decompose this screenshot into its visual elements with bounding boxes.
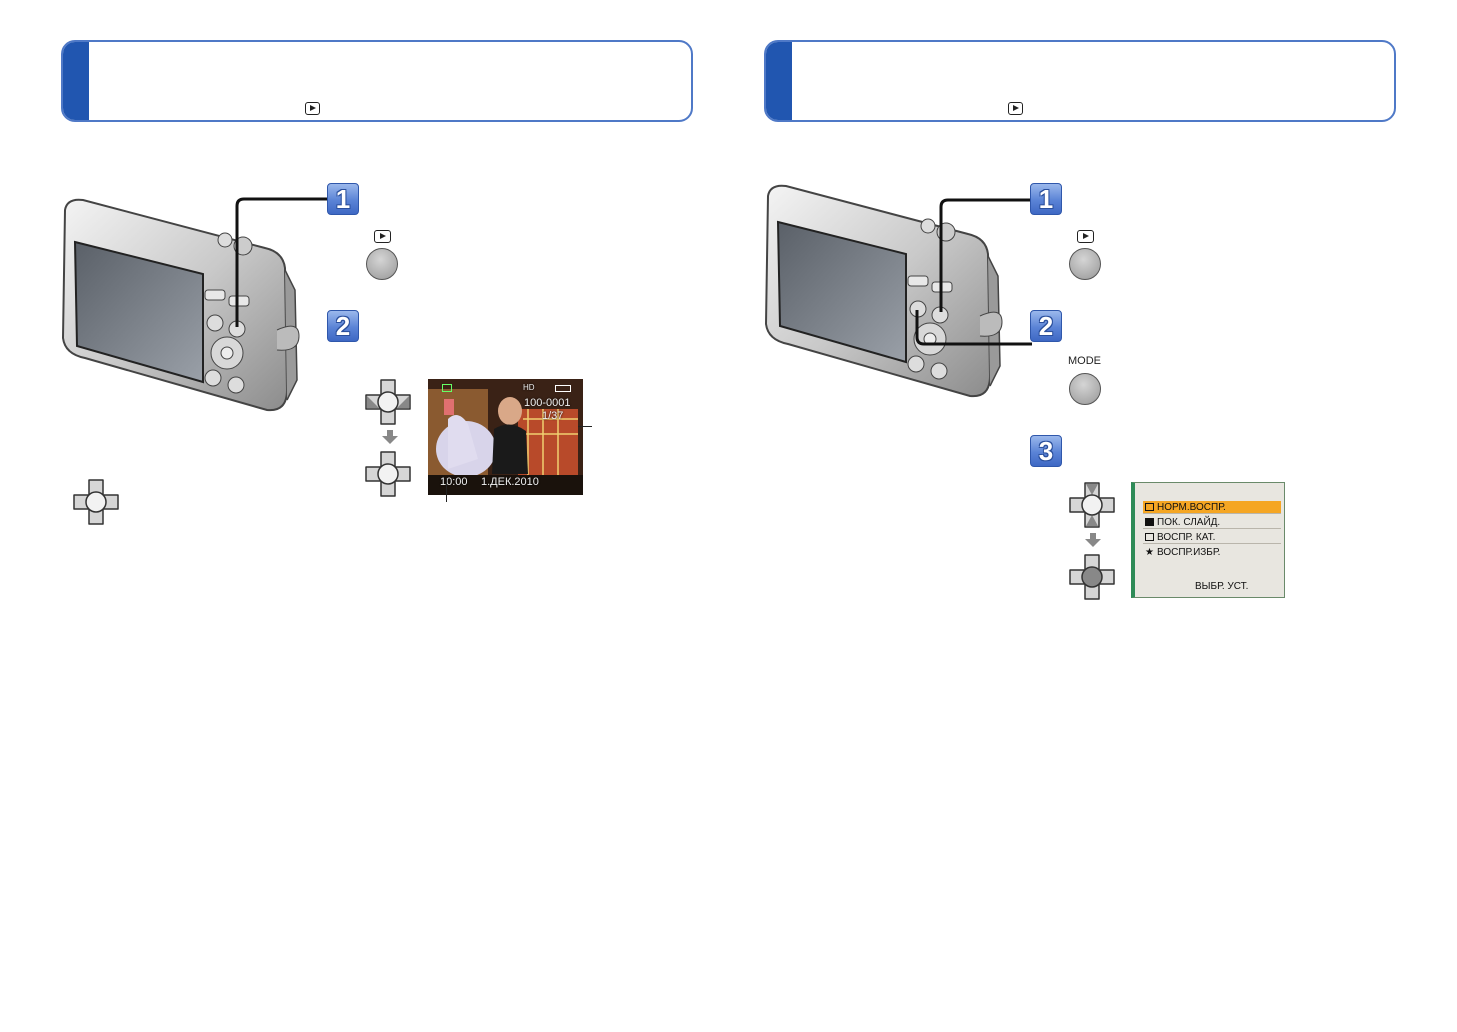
play-icon (1008, 102, 1023, 115)
left-header-bar (63, 42, 89, 120)
callout-line-bottom (446, 478, 447, 502)
dpad-icon[interactable] (72, 478, 120, 526)
dpad-left-right-icon[interactable] (364, 378, 412, 426)
file-number: 100-0001 (524, 397, 571, 409)
picture-count: 1/37 (542, 410, 564, 422)
step-2-badge-right: 2 (1030, 310, 1062, 342)
menu-item-normal-play[interactable]: НОРМ.ВОСПР. (1143, 501, 1281, 514)
play-icon (305, 102, 320, 115)
menu-item-category-play[interactable]: ВОСПР. КАТ. (1143, 531, 1281, 544)
mode-button[interactable] (1069, 373, 1101, 405)
step-1-badge-right: 1 (1030, 183, 1062, 215)
dpad-up-down-icon[interactable] (1068, 481, 1116, 529)
menu-item-slide-show[interactable]: ПОК. СЛАЙД. (1143, 516, 1281, 529)
play-mode-icon (442, 384, 452, 392)
menu-item-favorite-play[interactable]: ★ВОСПР.ИЗБР. (1145, 547, 1221, 558)
hd-label: HD (523, 383, 535, 392)
recording-date: 1.ДЕК.2010 (481, 476, 539, 488)
playback-button[interactable] (1069, 248, 1101, 280)
step-2-badge-left: 2 (327, 310, 359, 342)
playback-screen-photo: HD 100-0001 1/37 10:00 1.ДЕК.2010 (428, 379, 583, 495)
playback-button[interactable] (366, 248, 398, 280)
arrow-down-icon (382, 430, 398, 444)
star-icon: ★ (1145, 547, 1154, 558)
callout-line-right (578, 426, 592, 427)
playback-icon (374, 230, 391, 243)
recording-time: 10:00 (440, 476, 468, 488)
connector-lines-right (915, 198, 1032, 346)
step-1-badge-left: 1 (327, 183, 359, 215)
battery-icon (555, 385, 571, 392)
slideshow-icon (1145, 518, 1154, 526)
right-header-bar (766, 42, 792, 120)
play-icon (1145, 503, 1154, 511)
right-header-box (764, 40, 1396, 122)
connector-line-left (235, 197, 327, 327)
arrow-down-icon (1085, 533, 1101, 547)
playback-mode-menu: НОРМ.ВОСПР. ПОК. СЛАЙД. ВОСПР. КАТ. ★ВОС… (1131, 482, 1285, 598)
dpad-left-right-icon[interactable] (364, 450, 412, 498)
playback-icon (1077, 230, 1094, 243)
mode-label: MODE (1068, 355, 1101, 367)
menu-footer: ВЫБР. УСТ. (1195, 581, 1249, 592)
camera-illustration-left (61, 198, 300, 412)
step-3-badge-right: 3 (1030, 435, 1062, 467)
dpad-menu-set-icon[interactable] (1068, 553, 1116, 601)
category-icon (1145, 533, 1154, 541)
left-header-box (61, 40, 693, 122)
